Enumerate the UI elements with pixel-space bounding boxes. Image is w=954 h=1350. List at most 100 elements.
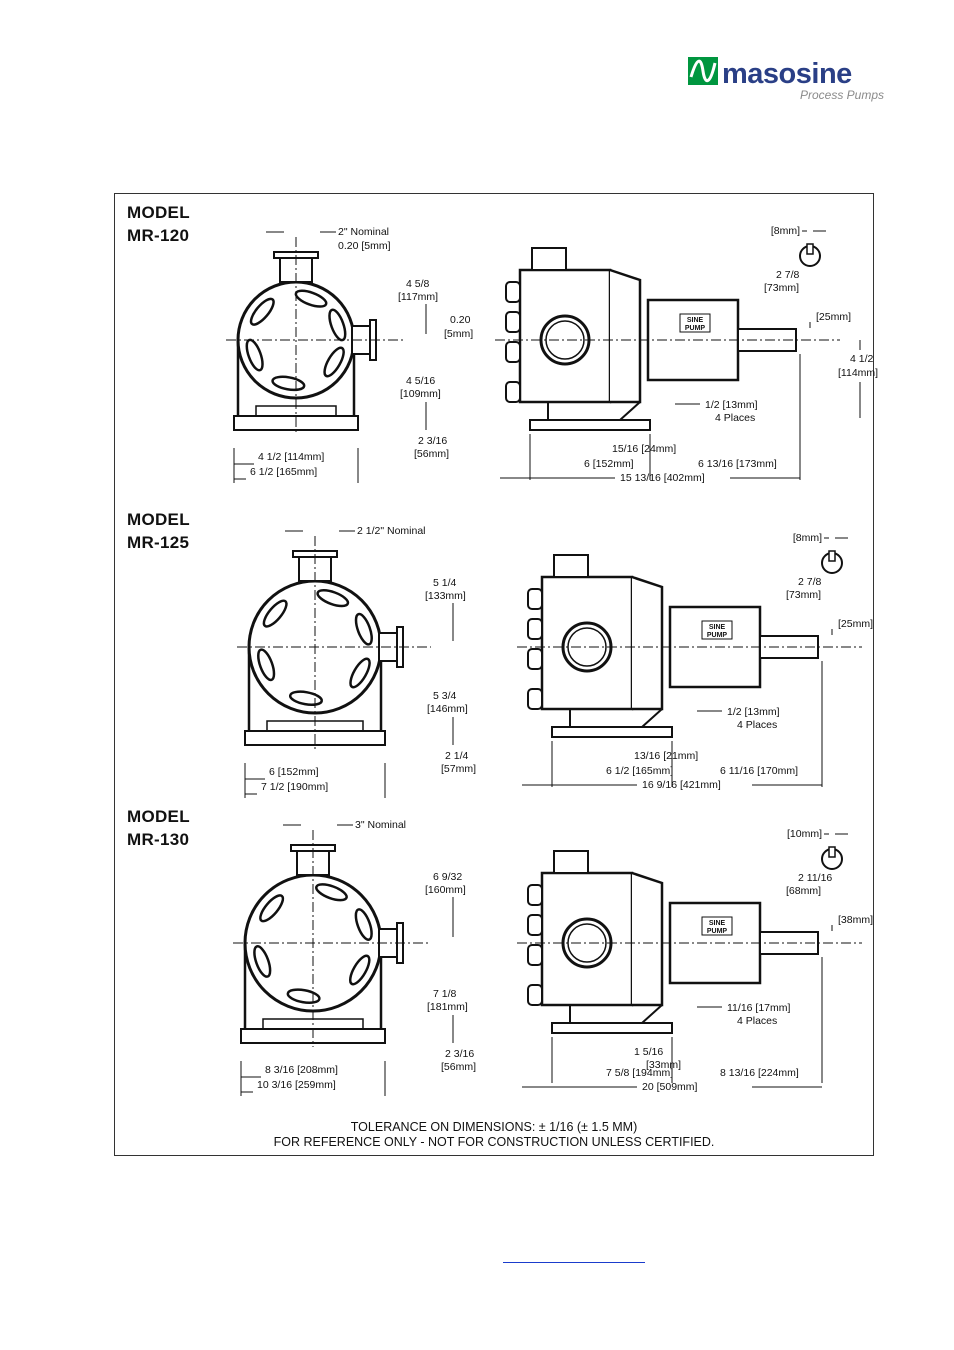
- base-length-label: 6 [152mm]: [584, 458, 634, 470]
- nominal-size-label: 3" Nominal: [355, 819, 406, 831]
- lower-height-mm-label: [109mm]: [400, 388, 441, 400]
- lower-height-mm-label: [146mm]: [427, 703, 468, 715]
- side-bolt-head: [505, 311, 521, 333]
- upper-height-label: 5 1/4: [433, 577, 457, 589]
- side-bolt-head: [527, 984, 543, 1006]
- model-title-mr125: MODEL MR-125: [127, 508, 190, 554]
- port-offset-label: 0.20: [450, 314, 471, 326]
- side-foot: [547, 401, 641, 421]
- housing-bolt-lobe: [271, 375, 306, 392]
- base-inner-label: 4 1/2 [114mm]: [258, 451, 324, 463]
- shaft-length-label: 2 7/8: [798, 576, 822, 588]
- shaft-diameter-label: [25mm]: [838, 618, 873, 630]
- foot-offset-label: 1 5/16: [634, 1046, 663, 1058]
- model-title-line1: MODEL: [127, 203, 190, 222]
- housing-bolt-lobe: [288, 690, 324, 706]
- side-bolt-head: [527, 688, 543, 710]
- key-label: [10mm]: [787, 828, 822, 840]
- drawing-frame: [114, 193, 874, 1156]
- side-base-plate: [551, 1022, 673, 1034]
- side-housing: [540, 575, 634, 711]
- port-offset-mm-label: [5mm]: [444, 328, 473, 340]
- sine-label: SINE: [709, 920, 726, 927]
- height-mm-label: [114mm]: [838, 367, 878, 379]
- side-foot: [569, 708, 663, 728]
- housing-bolt-lobe: [257, 648, 276, 682]
- side-bolt-head: [505, 381, 521, 403]
- model-title-line1: MODEL: [127, 510, 190, 529]
- front-view: 2 1/2" Nominal 5 1/4[133mm] 5 3/4[146mm] 2 …: [237, 525, 476, 798]
- shaft-diameter-label: [25mm]: [816, 311, 851, 323]
- shaft-length-label: 2 7/8: [776, 269, 800, 281]
- shaft-length-mm-label: [73mm]: [764, 282, 799, 294]
- logo-brand-text: masosine: [722, 58, 852, 90]
- reference-note: FOR REFERENCE ONLY - NOT FOR CONSTRUCTIO…: [273, 1135, 715, 1149]
- housing-bolt-lobe: [245, 338, 264, 372]
- sine-pump-label-plate: [701, 620, 733, 640]
- foot-label: 2 1/4: [445, 750, 469, 762]
- side-bolt-head: [527, 648, 543, 670]
- side-bolt-head: [527, 884, 543, 906]
- key-label: [8mm]: [771, 225, 800, 237]
- footer-link-underline[interactable]: [503, 1262, 645, 1263]
- housing-bolt-lobe: [348, 954, 371, 986]
- model-title-line2: MR-130: [127, 830, 190, 849]
- model-title-line2: MR-125: [127, 533, 190, 552]
- model-title-line2: MR-120: [127, 226, 190, 245]
- logo-tagline: Process Pumps: [800, 88, 884, 102]
- nominal-size-label: 2" Nominal: [338, 226, 389, 238]
- shaft-length-mm-label: [73mm]: [786, 589, 821, 601]
- model-title-line1: MODEL: [127, 807, 190, 826]
- total-length-label: 15 13/16 [402mm]: [620, 472, 705, 484]
- housing-bolt-lobe: [253, 945, 272, 978]
- shaft-keyway: [828, 550, 836, 562]
- lower-height-label: 5 3/4: [433, 690, 457, 702]
- base-inner-label: 6 [152mm]: [269, 766, 319, 778]
- tolerance-note: TOLERANCE ON DIMENSIONS: ± 1/16 (± 1.5 M…: [350, 1120, 638, 1134]
- foot-label: 2 3/16: [418, 435, 447, 447]
- shaft-extension-label: 6 13/16 [173mm]: [698, 458, 777, 470]
- pump-label: PUMP: [707, 928, 728, 935]
- shaft-keyway: [828, 846, 836, 858]
- side-bolt-head: [505, 281, 521, 303]
- foot-label: 2 3/16: [445, 1048, 474, 1060]
- housing-bolt-lobe: [249, 297, 275, 326]
- model-title-mr120: MODEL MR-120: [127, 201, 190, 247]
- shaft-extension-label: 6 11/16 [170mm]: [720, 765, 798, 777]
- side-foot: [569, 1004, 663, 1024]
- side-housing: [518, 268, 612, 404]
- bearing-housing: [609, 268, 642, 404]
- housing-bolt-lobe: [323, 346, 345, 378]
- upper-height-mm-label: [133mm]: [425, 590, 466, 602]
- side-housing: [540, 871, 634, 1007]
- base-inner-label: 8 3/16 [208mm]: [265, 1064, 338, 1076]
- housing-bolt-lobe: [259, 894, 285, 923]
- foot-offset-label: 15/16 [24mm]: [612, 443, 676, 455]
- side-bolt-head: [527, 618, 543, 640]
- side-inlet-port: [553, 554, 589, 578]
- side-bolt-head: [527, 588, 543, 610]
- base-length-label: 6 1/2 [165mm]: [606, 765, 673, 777]
- shaft-extension-label: 8 13/16 [224mm]: [720, 1067, 799, 1079]
- key-label: [8mm]: [793, 532, 822, 544]
- total-length-label: 16 9/16 [421mm]: [642, 779, 721, 791]
- housing-bolt-lobe: [315, 883, 348, 902]
- foot-mm-label: [56mm]: [414, 448, 449, 460]
- side-inlet-port: [553, 850, 589, 874]
- sine-pump-label-plate: [701, 916, 733, 936]
- housing-bolt-lobe: [349, 657, 371, 689]
- side-bolt-head: [505, 341, 521, 363]
- side-bolt-head: [527, 914, 543, 936]
- upper-height-label: 6 9/32: [433, 871, 462, 883]
- base-outer-label: 10 3/16 [259mm]: [257, 1079, 336, 1091]
- upper-height-label: 4 5/8: [406, 278, 430, 290]
- pump-label: PUMP: [685, 325, 706, 332]
- nominal-size-label: 2 1/2" Nominal: [357, 525, 426, 537]
- sine-label: SINE: [687, 317, 704, 324]
- pump-label: PUMP: [707, 632, 728, 639]
- foot-mm-label: [56mm]: [441, 1061, 476, 1073]
- base-outer-label: 6 1/2 [165mm]: [250, 466, 317, 478]
